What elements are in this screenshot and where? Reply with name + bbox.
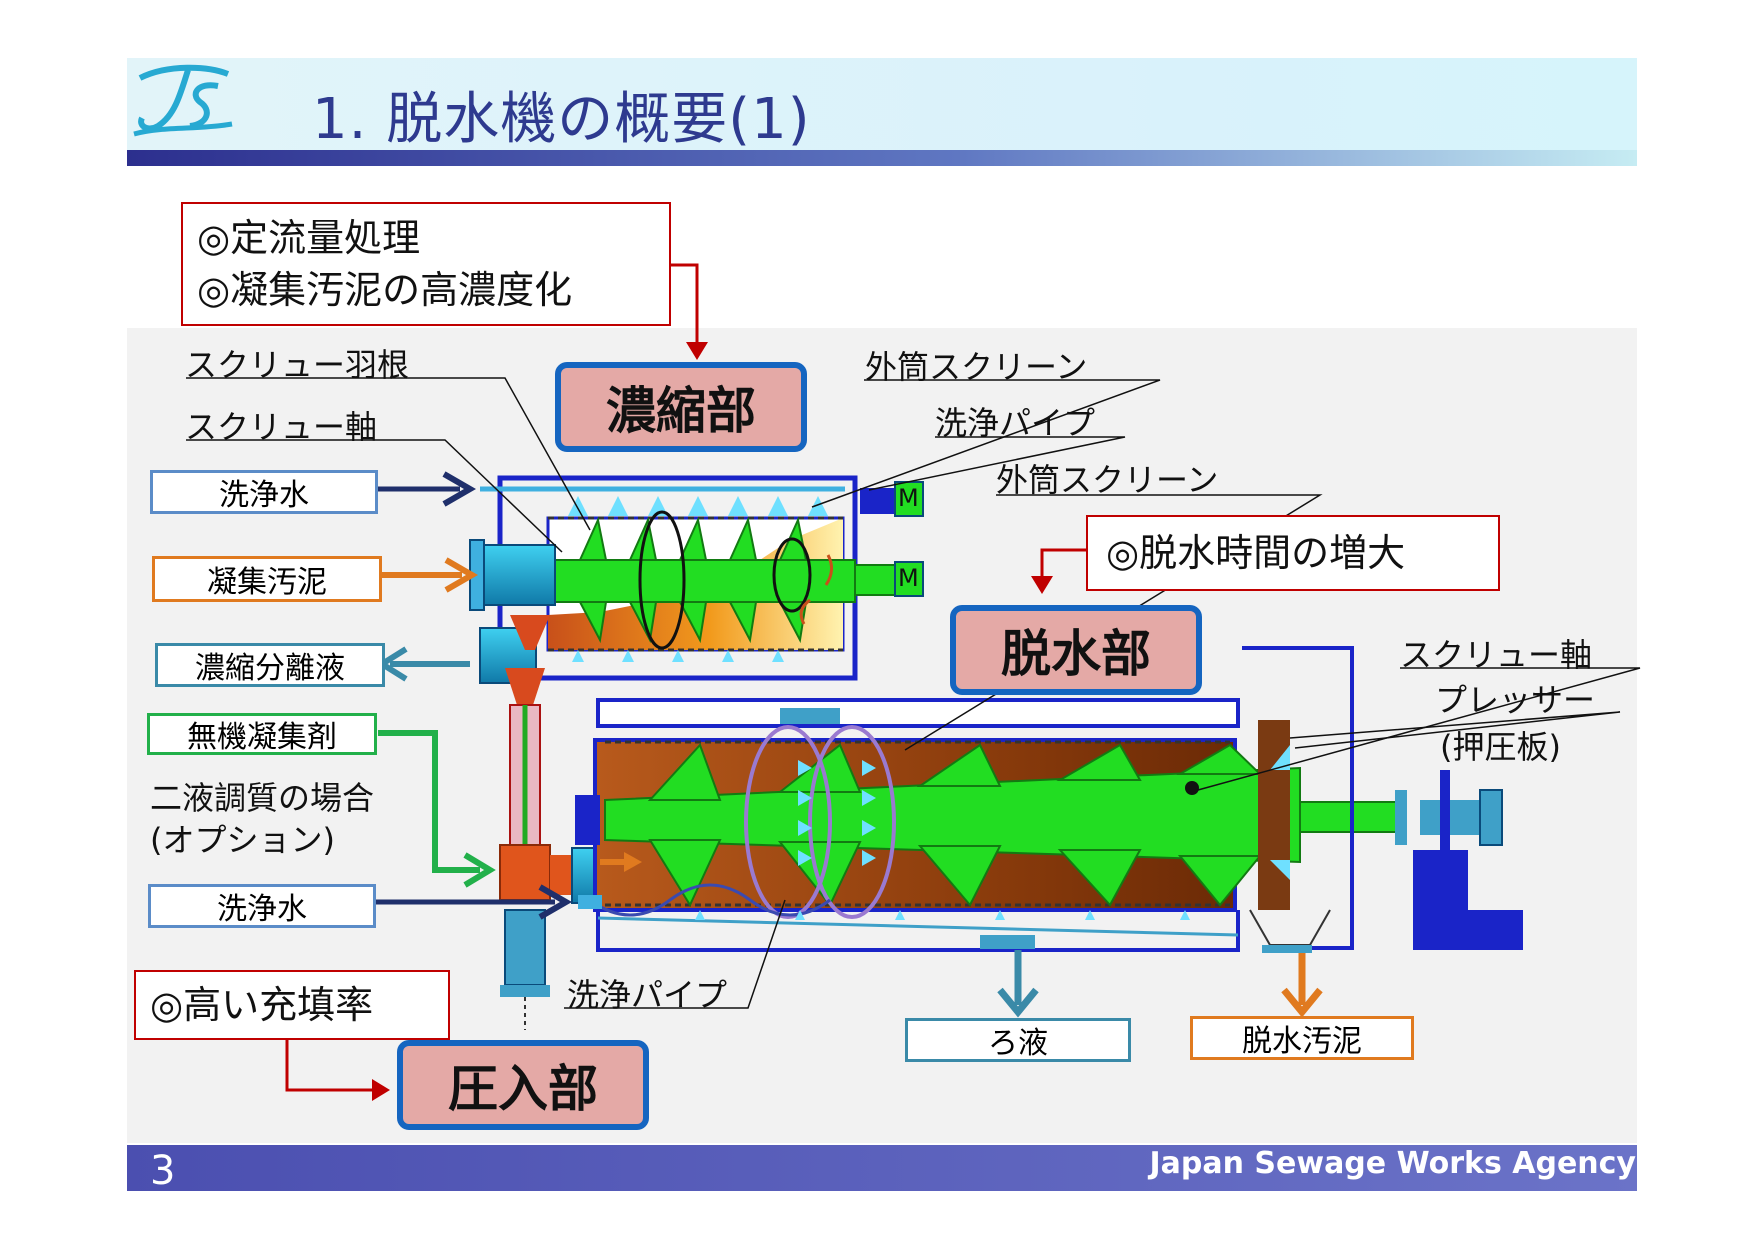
note-thickening-line2: ◎凝集汚泥の高濃度化: [197, 268, 573, 312]
callout-wash-pipe-bottom: 洗浄パイプ: [567, 976, 728, 1014]
input-flocculated-sludge: 凝集汚泥: [152, 556, 382, 602]
header-underline: [127, 150, 1637, 166]
arrow-wash-water-bottom: [538, 884, 573, 920]
note-dewatering: ◎脱水時間の増大: [1086, 515, 1500, 591]
input-wash-water-top: 洗浄水: [150, 470, 378, 514]
spray-nozzles-top: [568, 496, 828, 516]
footer-bar: [127, 1145, 1637, 1191]
callout-outer-screen-mid: 外筒スクリーン: [996, 461, 1219, 499]
section-dewatering: 脱水部: [950, 605, 1202, 695]
logo: [133, 64, 233, 137]
section-thickening: 濃縮部: [555, 362, 807, 452]
arrow-wash-water-top: [442, 471, 477, 507]
callout-screw-blade: スクリュー羽根: [185, 346, 410, 384]
thickener-sludge: [548, 518, 843, 650]
callout-screw-shaft-right: スクリュー軸: [1400, 636, 1593, 674]
motor-top: [894, 481, 924, 517]
dewatering-top-frame: [596, 698, 1240, 728]
note-thickening: ◎定流量処理 ◎凝集汚泥の高濃度化: [181, 202, 671, 326]
note-injection: ◎高い充填率: [134, 970, 450, 1040]
output-separated-liquid: 濃縮分離液: [155, 643, 385, 687]
output-dewatered-sludge: 脱水汚泥: [1190, 1016, 1414, 1060]
dewatering-screw-blades: [647, 743, 1263, 908]
note-thickening-line1: ◎定流量処理: [197, 216, 421, 260]
two-liquid-label: 二液調質の場合: [150, 779, 375, 817]
input-inorganic-coagulant: 無機凝集剤: [147, 713, 377, 755]
callout-wash-pipe-top: 洗浄パイプ: [935, 404, 1096, 442]
two-liquid-option: (オプション): [150, 821, 335, 859]
callout-outer-screen-top: 外筒スクリーン: [865, 348, 1088, 386]
section-injection: 圧入部: [397, 1040, 649, 1130]
arrow-flocculated-sludge: [444, 557, 479, 593]
motor-mid: [894, 561, 924, 597]
motor-label-mid: M: [898, 564, 919, 592]
callout-presser-sub: (押圧板): [1440, 728, 1561, 766]
arrow-filtrate: [997, 987, 1039, 1018]
header-bar: [127, 58, 1637, 166]
callout-presser: プレッサー: [1435, 681, 1596, 719]
input-wash-water-bottom: 洗浄水: [148, 884, 376, 928]
output-filtrate: ろ液: [905, 1018, 1131, 1062]
presser-frame: [1242, 646, 1354, 950]
presser-plate: [1258, 720, 1290, 910]
footer-organization: Japan Sewage Works Agency: [1149, 1146, 1636, 1181]
arrow-dewatered-sludge: [1281, 987, 1323, 1018]
callout-screw-shaft-top: スクリュー軸: [185, 408, 378, 446]
page-title: 1. 脱水機の概要(1): [312, 87, 811, 152]
motor-label-top: M: [898, 484, 919, 512]
sludge-inlet-pipe: [479, 544, 556, 606]
page-number: 3: [150, 1148, 176, 1194]
arrow-inorganic-coagulant: [463, 852, 496, 888]
injection-motor: [504, 909, 546, 986]
separation-funnel: [505, 668, 545, 705]
